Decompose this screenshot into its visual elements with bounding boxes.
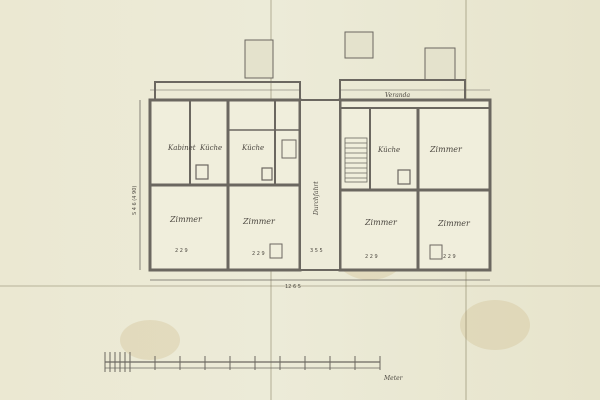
room-label-room-e: Zimmer — [437, 219, 471, 228]
room-label-kitchen-a: Küche — [199, 144, 222, 152]
passage-outline — [299, 99, 341, 271]
room-label-room-d: Zimmer — [364, 218, 398, 227]
paper-fold — [0, 285, 600, 287]
dim-text: 2 2 9 — [175, 248, 188, 254]
corridor-label: Durchfahrt — [313, 181, 320, 216]
room-label-closet: Kabinet — [167, 144, 196, 152]
room-label-room-a: Zimmer — [429, 145, 463, 154]
dim-text: 2 2 9 — [443, 254, 456, 260]
veranda-label: Veranda — [385, 92, 410, 99]
room-label-kitchen-b: Küche — [241, 144, 264, 152]
right-wing-outline — [338, 98, 492, 272]
dim-text: 2 2 9 — [365, 254, 378, 260]
dim-text: 2 2 9 — [252, 251, 265, 257]
shed-right — [424, 47, 456, 81]
scale-unit-label: Meter — [383, 375, 404, 382]
shed-left — [244, 39, 274, 79]
paper-stain — [460, 300, 530, 350]
room-label-room-c: Zimmer — [242, 217, 276, 226]
room-label-room-b: Zimmer — [169, 215, 203, 224]
room-label-kitchen-c: Küche — [377, 146, 400, 154]
side-dim: S 4 6 (4 90) — [132, 186, 138, 215]
shed-center — [344, 31, 374, 59]
annex-left — [154, 81, 301, 101]
overall-width-dim: 12 6 5 — [285, 284, 301, 290]
dim-text: 3 5 5 — [310, 248, 323, 254]
